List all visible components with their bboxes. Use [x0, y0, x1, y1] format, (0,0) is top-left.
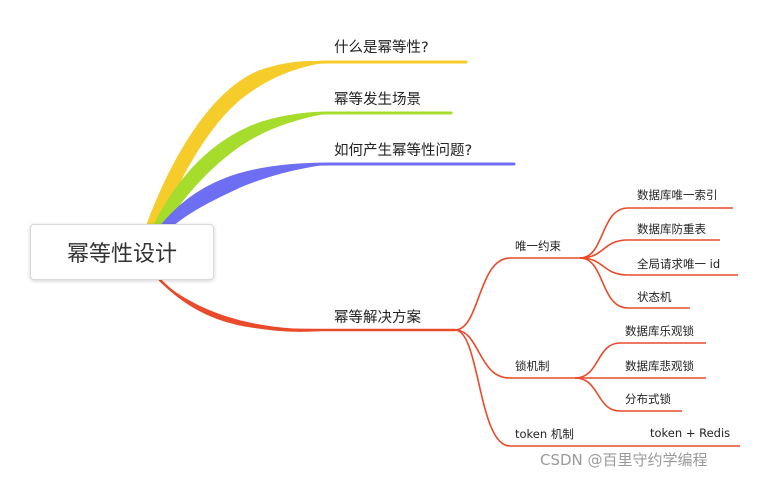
connector-unique-1	[579, 207, 733, 259]
branch-how-problems-arise[interactable]: 如何产生幂等性问题?	[334, 143, 473, 159]
leaf-db-dedup-table[interactable]: 数据库防重表	[637, 222, 706, 236]
connector-lock	[454, 329, 575, 379]
connector-unique-2	[579, 239, 720, 259]
watermark-text: CSDN @百里守约学编程	[540, 451, 708, 469]
root-topic[interactable]: 幂等性设计	[30, 224, 214, 280]
connector-token	[454, 329, 740, 447]
leaf-global-request-id[interactable]: 全局请求唯一 id	[637, 257, 721, 271]
solution-subtree-lines	[454, 207, 740, 447]
connector-unique-4	[579, 257, 690, 309]
branch-connector-4-body	[158, 279, 330, 332]
node-token-mechanism[interactable]: token 机制	[515, 427, 574, 441]
node-unique-constraint[interactable]: 唯一约束	[515, 239, 561, 253]
node-lock-mechanism[interactable]: 锁机制	[515, 359, 550, 373]
branch-solutions[interactable]: 幂等解决方案	[334, 310, 421, 326]
leaf-state-machine[interactable]: 状态机	[637, 290, 672, 304]
branch-what-is-idempotency[interactable]: 什么是幂等性?	[334, 40, 429, 56]
leaf-distributed-lock[interactable]: 分布式锁	[625, 392, 671, 406]
branch-scenarios[interactable]: 幂等发生场景	[334, 92, 421, 108]
leaf-pessimistic-lock[interactable]: 数据库悲观锁	[625, 359, 694, 373]
leaf-optimistic-lock[interactable]: 数据库乐观锁	[625, 324, 694, 338]
leaf-token-redis[interactable]: token + Redis	[650, 426, 731, 440]
connector-unique	[454, 257, 580, 331]
connector-lock-1	[574, 342, 706, 379]
leaf-db-unique-index[interactable]: 数据库唯一索引	[637, 188, 718, 202]
connector-unique-3	[579, 257, 738, 276]
connector-lock-3	[574, 377, 682, 412]
branch-connector-3-body	[157, 164, 330, 232]
